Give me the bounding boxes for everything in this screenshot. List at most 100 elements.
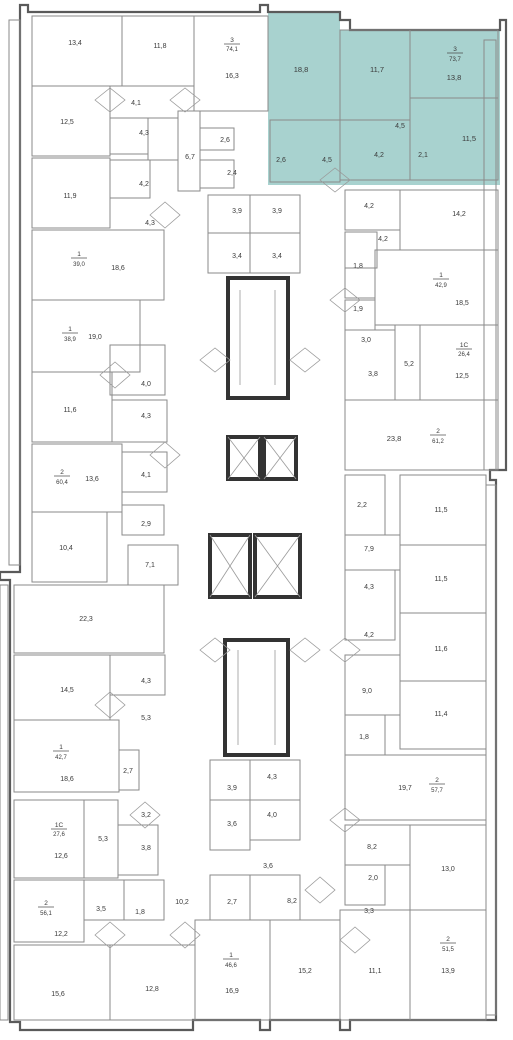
area-label: 13,8 xyxy=(447,73,462,82)
area-label: 2,7 xyxy=(227,899,237,906)
area-label: 15,2 xyxy=(298,968,312,975)
area-label: 12,6 xyxy=(54,853,68,860)
apartment-total-area: 46,6 xyxy=(225,963,237,969)
area-label: 18,5 xyxy=(455,300,469,307)
area-label: 2,7 xyxy=(123,768,133,775)
apartment-label[interactable]: 139,0 xyxy=(71,251,87,268)
area-label: 3,9 xyxy=(272,208,282,215)
area-label: 4,2 xyxy=(139,181,149,188)
apartment-label[interactable]: 373,7 xyxy=(447,46,463,63)
building-core xyxy=(207,194,302,851)
apartment-label[interactable]: 251,5 xyxy=(440,936,456,953)
apartment-label[interactable]: 142,9 xyxy=(433,272,449,289)
area-label: 4,2 xyxy=(378,236,388,243)
apartment-rooms: 3 xyxy=(453,46,457,53)
area-label: 3,8 xyxy=(368,371,378,378)
area-label: 12,2 xyxy=(54,931,68,938)
area-label: 2,6 xyxy=(276,157,286,164)
apartment-rooms: 2 xyxy=(435,777,439,784)
area-label: 4,5 xyxy=(395,123,405,130)
area-label: 19,7 xyxy=(398,785,412,792)
apartment-total-area: 38,9 xyxy=(64,337,76,343)
area-label: 4,1 xyxy=(141,472,151,479)
apartment-total-area: 60,4 xyxy=(56,480,68,486)
door-swings xyxy=(94,87,371,954)
area-label: 3,0 xyxy=(361,337,371,344)
area-label: 11,8 xyxy=(153,43,166,50)
apartment-rooms: 2 xyxy=(44,900,48,907)
apartment-total-area: 42,9 xyxy=(435,283,447,289)
area-label: 4,0 xyxy=(141,381,151,388)
area-label: 4,5 xyxy=(322,157,332,164)
area-label: 1,9 xyxy=(353,306,363,313)
apartment-label[interactable]: 142,7 xyxy=(53,744,69,761)
area-label: 4,2 xyxy=(364,203,374,210)
apartment-label[interactable]: 146,6 xyxy=(223,952,239,969)
area-label: 9,0 xyxy=(362,688,372,695)
apartment-rooms: 1 xyxy=(229,952,233,959)
area-label: 3,4 xyxy=(232,253,242,260)
area-label: 3,4 xyxy=(272,253,282,260)
apartment-total-area: 56,1 xyxy=(40,911,52,917)
area-label: 3,8 xyxy=(141,845,151,852)
area-label: 3,5 xyxy=(96,906,106,913)
area-label: 15,6 xyxy=(51,991,65,998)
area-label: 13,9 xyxy=(441,968,455,975)
area-label: 3,9 xyxy=(227,785,237,792)
area-label: 4,3 xyxy=(145,220,155,227)
apartment-rooms: 1 xyxy=(59,744,63,751)
area-label: 1,8 xyxy=(353,263,363,270)
area-label: 16,9 xyxy=(225,988,239,995)
area-label: 2,9 xyxy=(141,521,151,528)
area-label: 2,6 xyxy=(220,137,230,144)
area-label: 8,2 xyxy=(367,844,377,851)
area-label: 4,3 xyxy=(364,584,374,591)
area-label: 4,2 xyxy=(374,152,384,159)
area-label: 10,4 xyxy=(59,545,73,552)
right-apartments xyxy=(269,29,499,1021)
area-label: 13,4 xyxy=(68,40,82,47)
apartment-rooms: 2 xyxy=(446,936,450,943)
area-label: 18,8 xyxy=(294,65,309,74)
apartment-label[interactable]: 374,1 xyxy=(224,37,240,53)
apartment-rooms: 1 xyxy=(68,326,72,333)
area-label: 22,3 xyxy=(79,616,93,623)
apartment-total-area: 61,2 xyxy=(432,439,444,445)
area-label: 19,0 xyxy=(88,334,102,341)
area-label: 11,6 xyxy=(434,646,447,653)
area-label: 1,8 xyxy=(359,734,369,741)
area-label: 16,3 xyxy=(225,73,239,80)
area-label: 11,5 xyxy=(462,134,476,143)
apartment-label[interactable]: 138,9 xyxy=(62,326,78,343)
area-label: 4,3 xyxy=(141,678,151,685)
area-label: 2,2 xyxy=(357,502,367,509)
area-label: 11,7 xyxy=(370,65,384,74)
area-label: 12,8 xyxy=(145,986,159,993)
apartment-label[interactable]: 257,7 xyxy=(429,777,445,794)
apartment-label[interactable]: 256,1 xyxy=(38,900,54,917)
area-label: 5,2 xyxy=(404,361,414,368)
area-label: 7,1 xyxy=(145,562,155,569)
area-label: 2,1 xyxy=(418,152,428,159)
area-label: 11,5 xyxy=(434,576,447,583)
area-label: 13,6 xyxy=(85,476,99,483)
outer-walls xyxy=(0,3,508,1032)
apartment-label[interactable]: 261,2 xyxy=(430,428,446,445)
selected-apartment-highlight[interactable] xyxy=(268,13,500,185)
room-area-labels: 13,4 11,8 16,3 4,1 12,5 4,3 6,7 2,6 2,4 … xyxy=(51,40,476,998)
apartment-total-area: 26,4 xyxy=(458,352,470,358)
area-label: 14,5 xyxy=(60,687,74,694)
area-label: 4,2 xyxy=(364,632,374,639)
area-label: 18,6 xyxy=(60,776,74,783)
apartment-rooms: 2 xyxy=(60,469,64,476)
area-label: 12,5 xyxy=(60,119,74,126)
area-label: 4,3 xyxy=(267,774,277,781)
apartment-label[interactable]: 260,4 xyxy=(54,469,70,486)
area-label: 11,6 xyxy=(63,407,76,414)
area-label: 8,2 xyxy=(287,898,297,905)
area-label: 2,0 xyxy=(368,875,378,882)
area-label: 5,3 xyxy=(98,836,108,843)
area-label: 11,5 xyxy=(434,507,447,514)
